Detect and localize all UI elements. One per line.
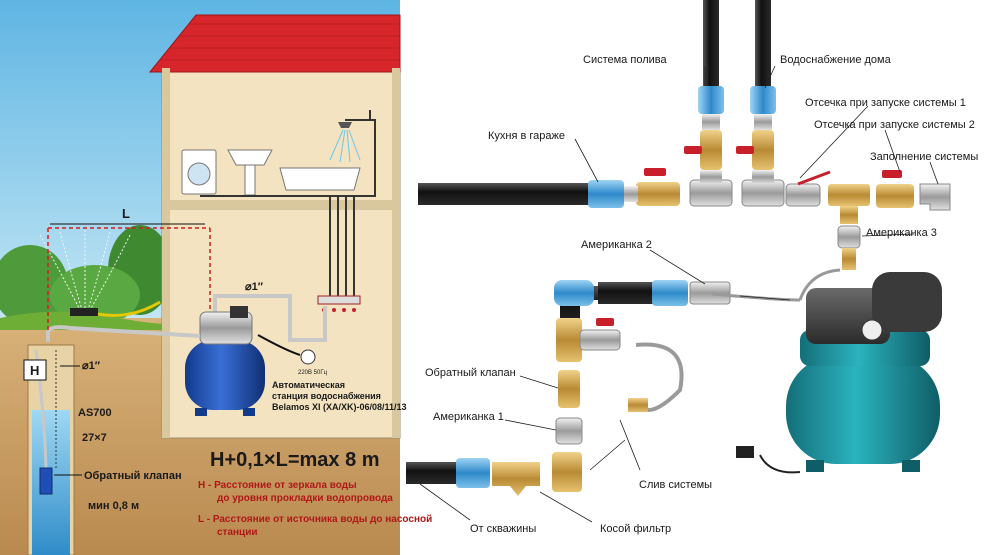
dimension-h-label: H [30, 363, 39, 378]
station-title-1: Автоматическая [272, 380, 345, 390]
bathtub-icon [279, 167, 361, 191]
label-fill: Заполнение системы [870, 151, 978, 163]
legend-h-2: до уровня прокладки водопровода [217, 493, 393, 504]
dimension-l-line [47, 227, 211, 330]
sink-icon [227, 149, 273, 166]
pump-station-blue [185, 306, 265, 416]
label-cutoff-2: Отсечка при запуске системы 2 [814, 119, 975, 131]
fittings-scheme: Система полива Водоснабжение дома Отсечк… [406, 0, 978, 535]
legend-l-1: L - Расстояние от источника воды до насо… [198, 514, 432, 525]
check-valve-fitting [558, 370, 580, 408]
check-valve-well: Обратный клапан [84, 470, 182, 482]
pressure-gauge-icon [861, 319, 883, 341]
y-filter-fitting [492, 462, 540, 496]
legend-l-2: станции [217, 527, 258, 538]
shower-head-icon [338, 122, 352, 128]
valve-kitchen [636, 182, 680, 206]
pipe-irrigation [703, 0, 719, 86]
label-garage-kitchen: Кухня в гараже [488, 130, 565, 142]
dimension-h-box [23, 359, 47, 381]
pipe-house [755, 0, 771, 86]
manifold [317, 295, 361, 305]
pipe-kitchen [418, 183, 590, 205]
garden-hose [97, 300, 161, 317]
label-union-1: Американка 1 [433, 411, 504, 423]
formula: H+0,1×L=max 8 m [210, 449, 380, 471]
station-title-2: станция водоснабжения [272, 391, 381, 401]
label-from-well: От скважины [470, 523, 536, 535]
label-union-2: Американка 2 [581, 239, 652, 251]
house-pipes [200, 119, 376, 300]
suction-pipe [46, 325, 201, 342]
valve-cutoff-2 [876, 184, 914, 208]
submersible-pump-icon [39, 467, 53, 495]
label-y-filter: Косой фильтр [600, 523, 671, 535]
installation-scheme: ⌀1″ 220В 50Гц Автоматическая станция вод… [0, 0, 432, 555]
label-check-valve: Обратный клапан [425, 367, 516, 379]
station-model: Belamos XI (XA/XK)-06/08/11/13 [272, 402, 407, 412]
min-depth: мин 0,8 м [88, 500, 139, 512]
label-house-supply: Водоснабжение дома [780, 54, 892, 66]
label-union-3: Американка 3 [866, 227, 937, 239]
label-irrigation: Система полива [583, 54, 667, 66]
socket-label: 220В 50Гц [298, 370, 328, 376]
fill-elbow [919, 183, 951, 211]
sprinkler-icon [39, 230, 131, 316]
legend-h-1: H - Расстояние от зеркала воды [198, 480, 357, 491]
socket-icon [300, 349, 316, 365]
pipe-size-house: ⌀1″ [245, 281, 264, 293]
pipe-size-well: ⌀1″ [82, 360, 101, 372]
union-2-fitting [689, 281, 731, 305]
union-1-fitting [555, 417, 583, 445]
flex-hose [635, 342, 684, 412]
cable-spec: 27×7 [82, 432, 107, 444]
valve-cutoff-1 [785, 183, 821, 207]
leader-lines [419, 65, 939, 523]
pipe-from-well [406, 462, 458, 484]
label-drain: Слив системы [639, 479, 712, 491]
pump-model: AS700 [78, 407, 112, 419]
dimension-l-label: L [122, 206, 130, 221]
pump-station-teal [736, 272, 942, 474]
label-cutoff-1: Отсечка при запуске системы 1 [805, 97, 966, 109]
